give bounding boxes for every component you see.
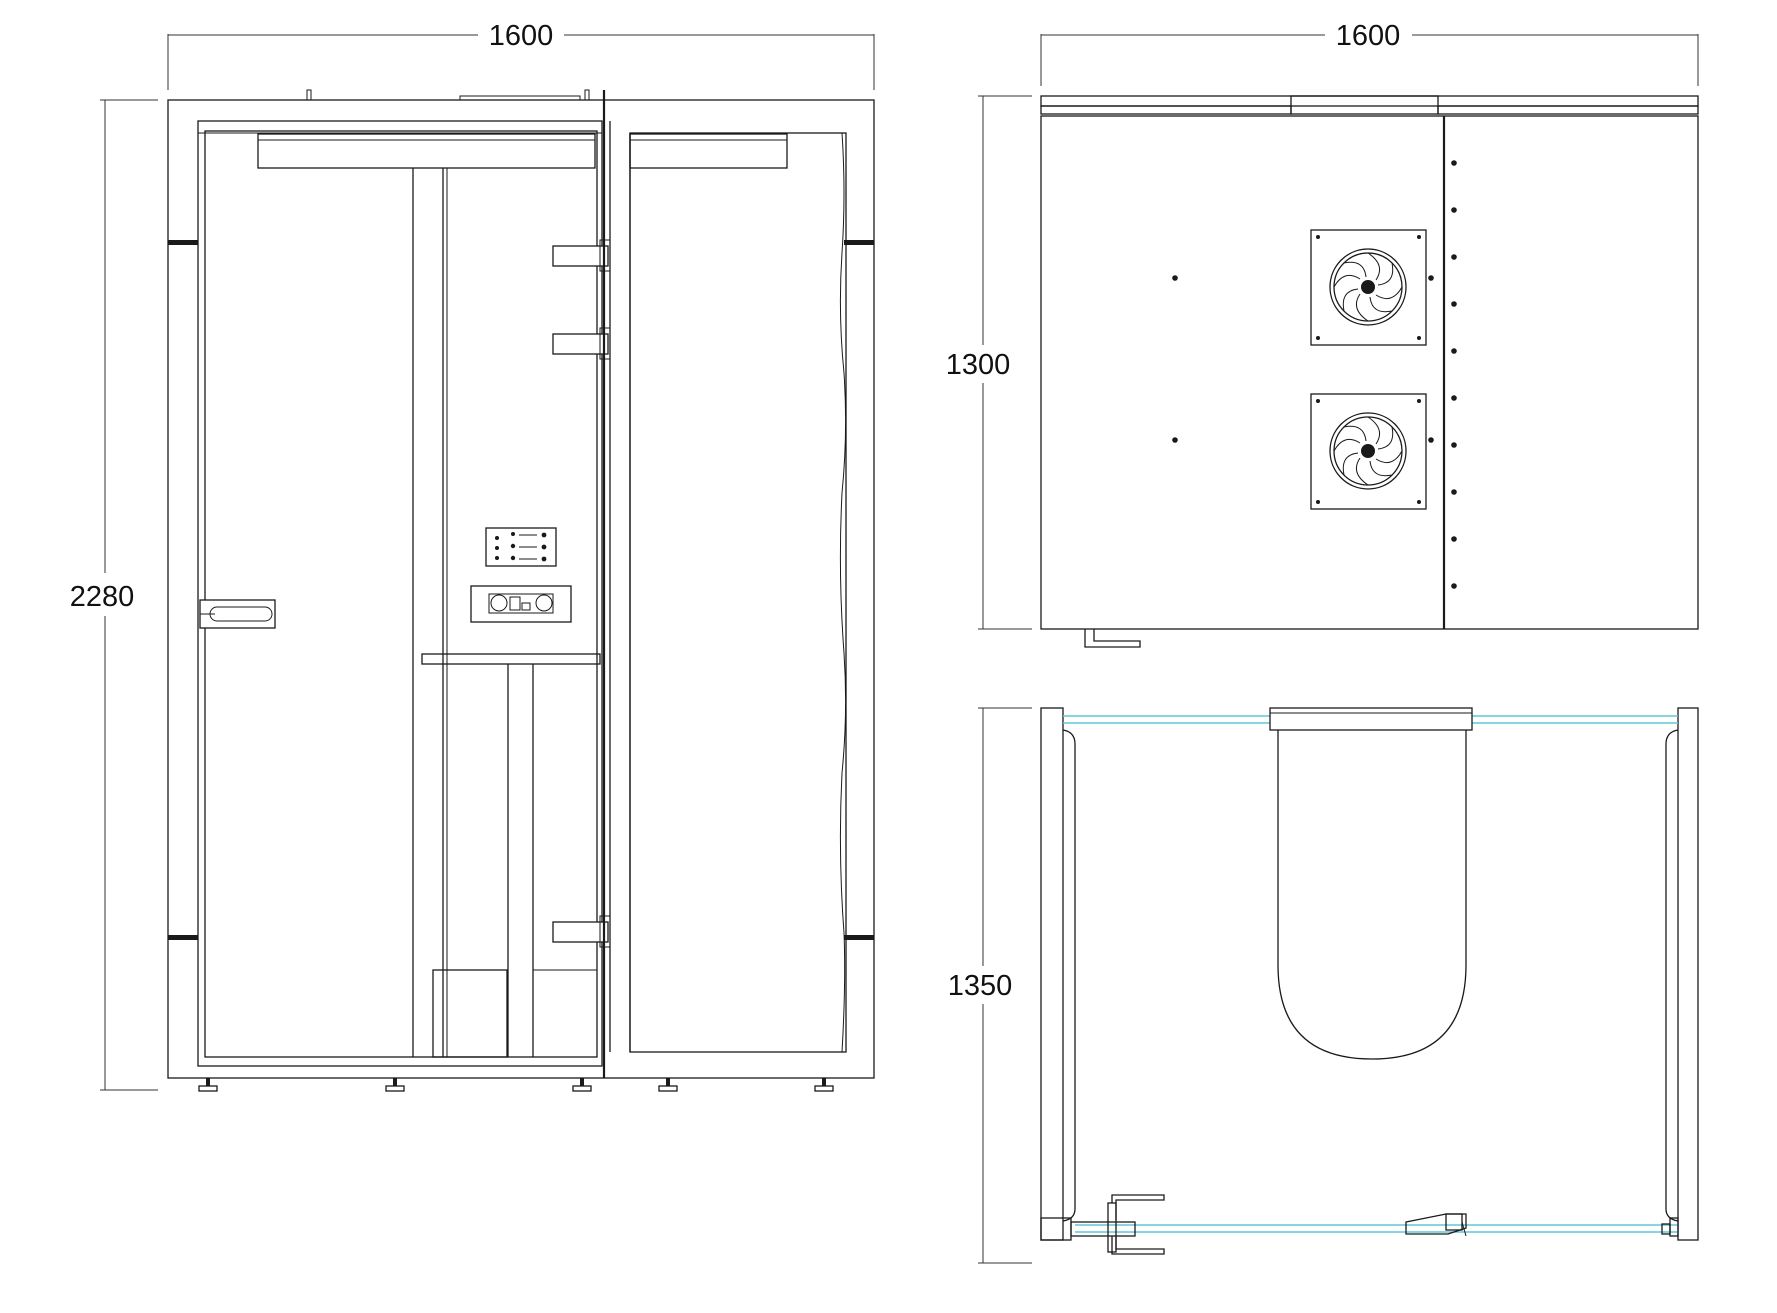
side-panel-body [1040,115,1699,630]
side-strip-left-top [168,240,198,245]
booth-outer-frame [167,99,875,1079]
ventilation-fan-top [1310,229,1427,346]
plan-view: 1350 [948,707,1699,1264]
stool [432,969,508,1058]
side-elevation-view: 1600 1300 [946,20,1699,648]
power-socket-panel [470,585,572,623]
front-height-dimension: 2280 [70,99,158,1091]
front-glass-door [1040,1194,1679,1255]
door-hinges [552,239,611,948]
back-glass-panel [1063,715,1678,724]
front-height-label: 2280 [70,581,135,613]
side-bracket [1084,629,1141,648]
interior-elements [412,168,601,1058]
front-width-label: 1600 [489,20,554,52]
side-strip-left-bottom [168,935,198,940]
side-width-dimension: 1600 [1040,20,1699,86]
front-width-dimension: 1600 [167,20,875,90]
plan-depth-dimension: 1350 [948,707,1032,1264]
plan-desk [1269,707,1473,1060]
side-height-dimension: 1300 [946,95,1032,630]
light-strip-left [257,133,596,169]
door-glass [204,130,598,1058]
desk-shelf [421,653,601,665]
fixed-side-panel [629,132,847,1053]
light-strip-right [629,133,788,169]
front-elevation-view: 1600 2280 [70,20,875,1092]
adjustable-feet [198,1078,834,1092]
side-strip-right-bottom [844,935,874,940]
door-panel [197,120,603,1067]
plan-depth-label: 1350 [948,970,1013,1002]
plan-right-wall [1665,707,1699,1241]
control-panel [485,527,557,567]
plan-left-wall [1040,707,1076,1241]
rivet-column [1451,160,1457,589]
roof-cap [1040,95,1699,117]
side-height-label: 1300 [946,349,1011,381]
side-strip-right-top [844,240,874,245]
side-width-label: 1600 [1336,20,1401,52]
ventilation-fan-bottom [1310,393,1427,510]
